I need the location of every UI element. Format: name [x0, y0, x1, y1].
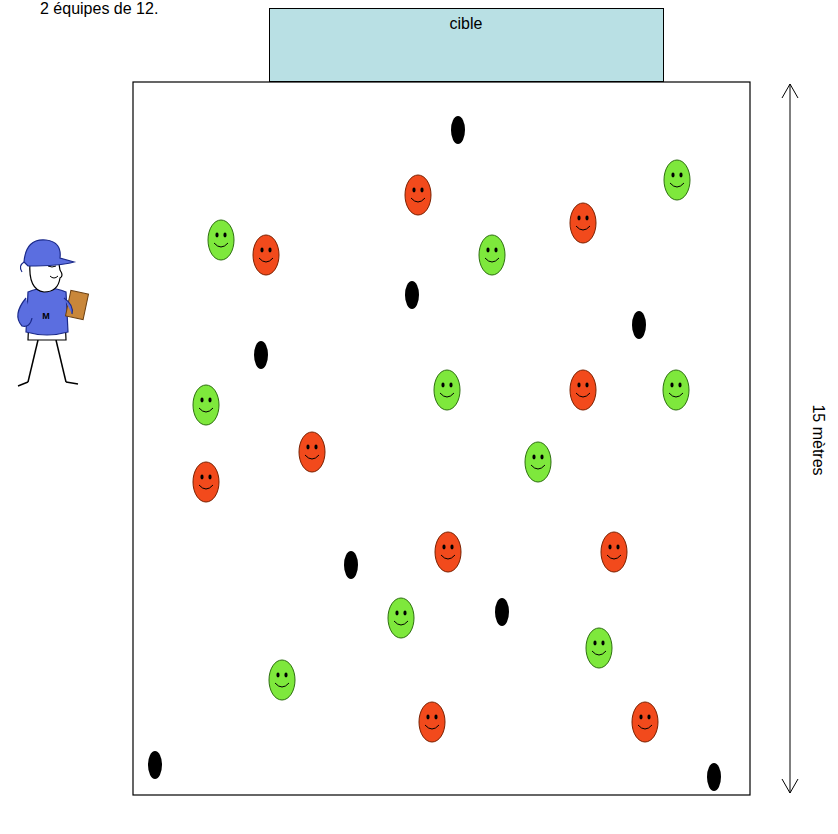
node-text: cible — [450, 15, 483, 33]
cone — [451, 116, 465, 144]
dimension-label: 15 mètres — [809, 404, 827, 475]
green-player — [434, 370, 460, 410]
green-player — [388, 598, 414, 638]
cone — [495, 598, 509, 626]
red-player — [435, 532, 461, 572]
red-player — [632, 702, 658, 742]
green-player — [269, 660, 295, 700]
red-player — [299, 432, 325, 472]
green-player — [663, 370, 689, 410]
cone — [254, 341, 268, 369]
shirt-letter: M — [42, 311, 50, 321]
cone — [405, 281, 419, 309]
green-player — [193, 385, 219, 425]
red-player — [601, 532, 627, 572]
dimension-arrow — [782, 84, 798, 793]
red-player — [253, 235, 279, 275]
green-player — [208, 220, 234, 260]
coach-figure — [18, 240, 89, 386]
green-player — [664, 160, 690, 200]
green-player — [525, 442, 551, 482]
target-box: cible — [269, 8, 664, 82]
red-player — [570, 370, 596, 410]
players — [148, 116, 721, 791]
red-player — [419, 702, 445, 742]
cone — [148, 751, 162, 779]
green-player — [479, 235, 505, 275]
heading-note: 2 équipes de 12. — [40, 0, 158, 18]
cone — [344, 551, 358, 579]
cone — [707, 763, 721, 791]
red-player — [570, 203, 596, 243]
cone — [632, 311, 646, 339]
field-outline — [133, 82, 750, 795]
red-player — [405, 175, 431, 215]
red-player — [193, 462, 219, 502]
green-player — [586, 628, 612, 668]
